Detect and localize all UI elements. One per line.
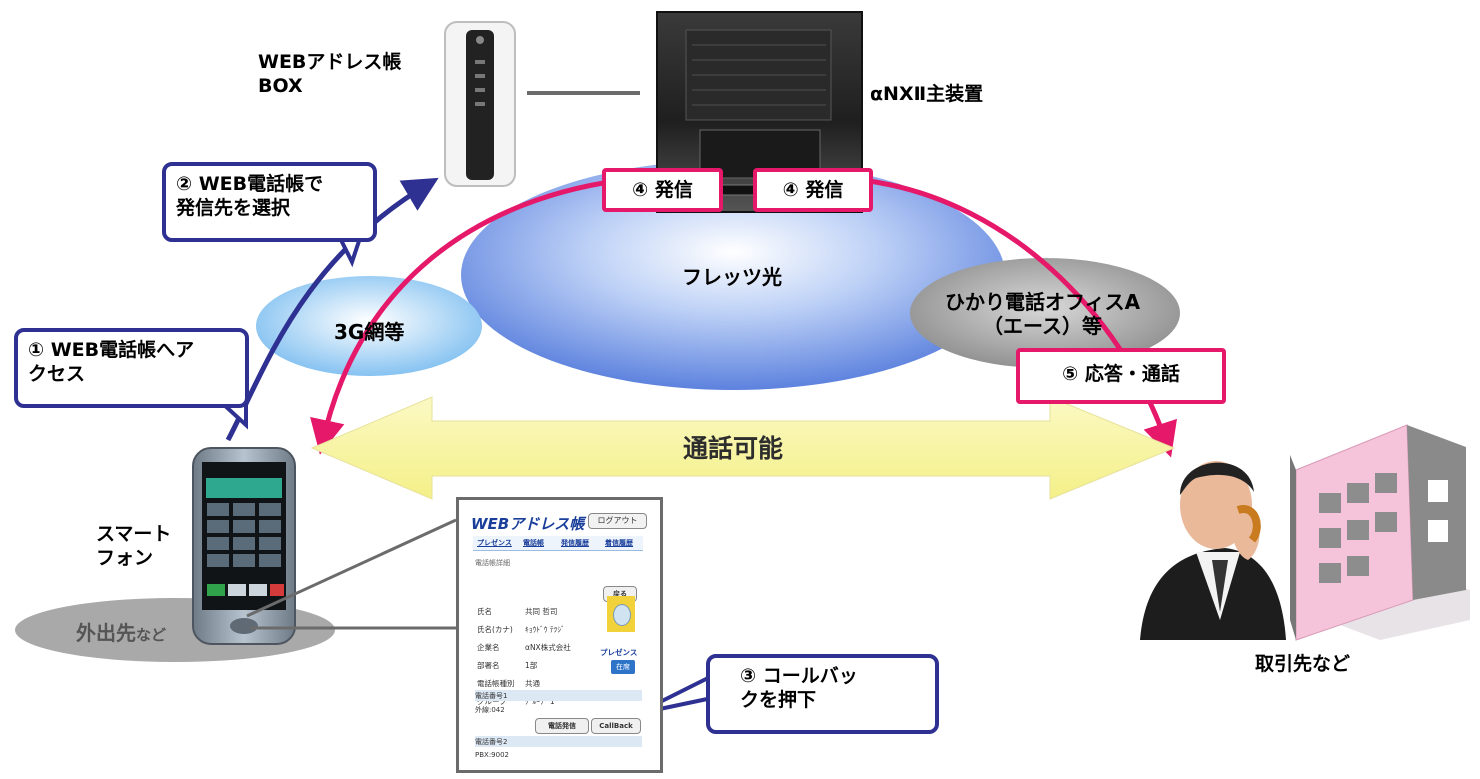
- nav-presence[interactable]: プレゼンス: [477, 539, 512, 547]
- outside-label: 外出先など: [76, 621, 167, 645]
- step4-send-left: ④ 発信: [602, 168, 723, 212]
- nav-incoming-history[interactable]: 着信履歴: [605, 539, 633, 547]
- main-unit-label: αNXⅡ主装置: [870, 83, 984, 105]
- client-building: [1290, 424, 1470, 641]
- step2-tail: [338, 237, 362, 268]
- call-possible-label: 通話可能: [683, 434, 784, 463]
- flets-cloud: [461, 160, 1005, 390]
- callback-button[interactable]: CallBack: [591, 718, 641, 734]
- logout-button[interactable]: ログアウト: [588, 513, 647, 529]
- phone1-value: 外線:042: [475, 706, 505, 714]
- web-address-book-screen: WEBアドレス帳 ログアウト プレゼンス 電話帳 発信履歴 着信履歴 電話帳詳細…: [456, 497, 663, 773]
- flets-label: フレッツ光: [682, 265, 782, 289]
- phone2-header: [475, 736, 642, 747]
- net3g-label: 3G網等: [334, 320, 405, 344]
- client-label: 取引先など: [1255, 653, 1351, 675]
- presence-status-badge: 在席: [611, 660, 635, 674]
- contact-avatar: [607, 596, 635, 632]
- step1-tail: [220, 401, 248, 430]
- step2-callout: ② WEB電話帳で 発信先を選択: [162, 162, 377, 242]
- web-address-box-label: WEBアドレス帳 BOX: [258, 51, 402, 97]
- phone1-label: 電話番号1: [475, 692, 508, 700]
- dial-button[interactable]: 電話発信: [535, 718, 589, 734]
- smartphone-label: スマート フォン: [96, 523, 172, 569]
- call-double-arrow: [310, 396, 1176, 500]
- step3-callout: ③ コールバッ クを押下: [706, 654, 939, 734]
- phone2-value: PBX:9002: [475, 751, 509, 759]
- client-person: [1140, 461, 1286, 640]
- step4-send-right: ④ 発信: [753, 168, 873, 212]
- phone2-label: 電話番号2: [475, 738, 508, 746]
- phone1-header: [475, 690, 642, 701]
- step1-callout: ① WEB電話帳へア クセス: [14, 328, 249, 408]
- screen-brand: WEBアドレス帳: [471, 515, 585, 533]
- smartphone-device: [192, 447, 296, 645]
- screen-section-title: 電話帳詳細: [475, 559, 510, 567]
- presence-label: プレゼンス: [600, 648, 638, 657]
- screen-nav: プレゼンス 電話帳 発信履歴 着信履歴: [473, 536, 643, 551]
- nav-phonebook[interactable]: 電話帳: [523, 539, 544, 547]
- web-address-box-device: [444, 21, 516, 187]
- nav-outgoing-history[interactable]: 発信履歴: [561, 539, 589, 547]
- step5-answer: ⑤ 応答・通話: [1016, 348, 1226, 404]
- hikari-office-label: ひかり電話オフィスA （エース）等: [945, 290, 1141, 338]
- flow-arc-left: [310, 175, 641, 455]
- zoom-line-top: [246, 518, 457, 618]
